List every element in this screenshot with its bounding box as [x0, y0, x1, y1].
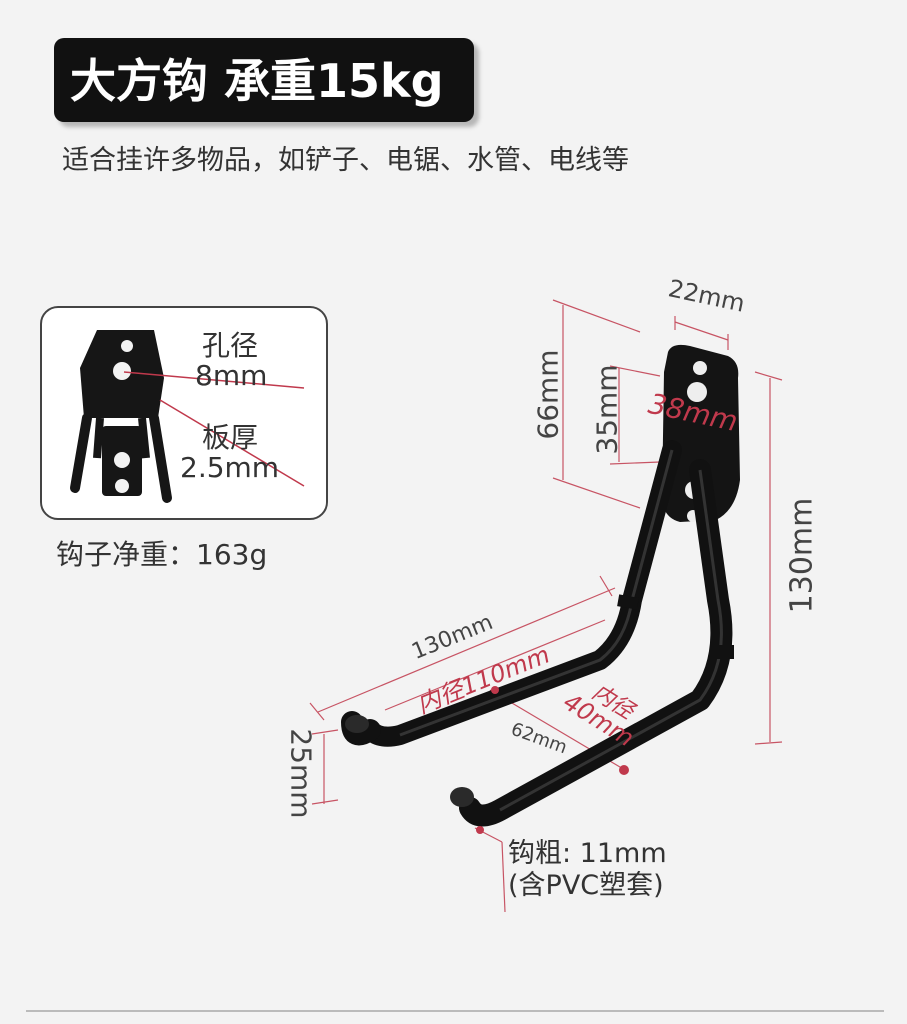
- plate-label: 板厚: [202, 421, 259, 454]
- hole-value: 8mm: [195, 359, 268, 392]
- net-weight: 钩子净重：163g: [56, 538, 268, 571]
- plate-detail-icon: [70, 330, 305, 503]
- page-title: 大方钩 承重15kg: [70, 54, 444, 108]
- subtitle: 适合挂许多物品，如铲子、电锯、水管、电线等: [62, 145, 629, 176]
- dim-tip-25: 25mm: [284, 728, 318, 819]
- title-badge: [54, 38, 474, 122]
- plate-value: 2.5mm: [180, 451, 280, 484]
- hook-thickness: 钩粗: 11mm (含PVC塑套): [508, 838, 667, 902]
- hole-label: 孔径: [202, 329, 259, 362]
- inset-detail-box: 孔径 8mm 板厚 2.5mm: [40, 306, 328, 520]
- dim-height-66: 66mm: [531, 349, 565, 440]
- hook-thickness-note: (含PVC塑套): [508, 870, 664, 901]
- bottom-divider: [26, 1010, 884, 1012]
- dim-height-130: 130mm: [784, 497, 820, 614]
- hook-thickness-value: 钩粗: 11mm: [508, 838, 667, 869]
- dim-height-35: 35mm: [590, 364, 624, 455]
